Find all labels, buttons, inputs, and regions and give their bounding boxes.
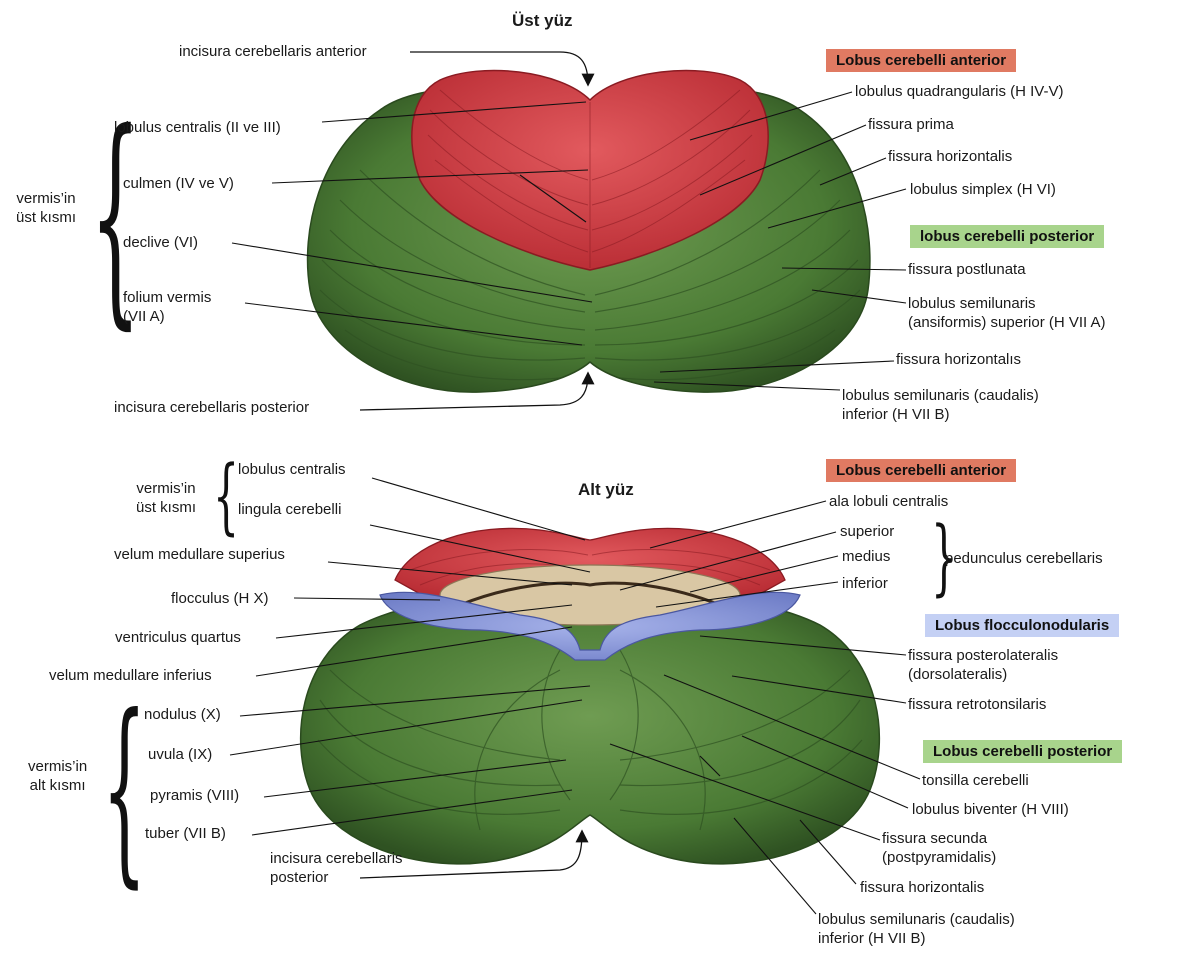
label-vermis-lower-part: vermis’in alt kısmı bbox=[28, 758, 88, 794]
label-flocculus: flocculus (H X) bbox=[171, 590, 269, 607]
label-semilunaris-superior: lobulus semilunaris (ansiformis) superio… bbox=[908, 295, 1106, 331]
label-nodulus: nodulus (X) bbox=[144, 706, 221, 723]
label-folium-vermis: folium vermis (VII A) bbox=[123, 289, 212, 325]
label-lobulus-centralis-upper: lobulus centralis (II ve III) bbox=[114, 119, 281, 136]
label-semilunaris-inferior-upper: lobulus semilunaris (caudalis) inferior … bbox=[842, 387, 1039, 423]
upper-anterior-folia bbox=[427, 89, 753, 268]
label-incisura-anterior: incisura cerebellaris anterior bbox=[179, 43, 367, 60]
arrow-incisura-anterior bbox=[410, 51, 595, 87]
brace-vermis-lower: { bbox=[102, 673, 147, 906]
label-velum-superius: velum medullare superius bbox=[114, 546, 285, 563]
label-lobulus-simplex: lobulus simplex (H VI) bbox=[910, 181, 1056, 198]
label-culmen: culmen (IV ve V) bbox=[123, 175, 234, 192]
label-ventriculus: ventriculus quartus bbox=[115, 629, 241, 646]
brace-vermis-upper-lower: { bbox=[213, 449, 240, 544]
badge-anterior-upper: Lobus cerebelli anterior bbox=[826, 49, 1017, 72]
arrow-incisura-posterior-lower bbox=[359, 829, 589, 879]
label-incisura-posterior-lower: incisura cerebellaris posterior bbox=[270, 850, 403, 886]
label-incisura-posterior-upper: incisura cerebellaris posterior bbox=[114, 399, 310, 416]
arrow-incisura-posterior-upper bbox=[359, 371, 595, 411]
label-tonsilla: tonsilla cerebelli bbox=[922, 772, 1029, 789]
label-peduncle-superior: superior bbox=[840, 523, 895, 540]
label-tuber: tuber (VII B) bbox=[145, 825, 226, 842]
label-velum-inferius: velum medullare inferius bbox=[49, 667, 212, 684]
label-pyramis: pyramis (VIII) bbox=[150, 787, 240, 804]
label-ala-lobuli: ala lobuli centralis bbox=[829, 493, 949, 510]
label-vermis-upper-part: vermis’in üst kısmı bbox=[16, 190, 77, 226]
label-fissura-prima: fissura prima bbox=[868, 116, 954, 133]
badge-anterior-lower: Lobus cerebelli anterior bbox=[826, 459, 1017, 482]
lower-posterior-folia bbox=[317, 649, 863, 831]
label-fissura-horizontalis-upper-2: fissura horizontalıs bbox=[896, 351, 1022, 368]
badge-flocculonodular: Lobus flocculonodularis bbox=[925, 614, 1120, 637]
label-uvula: uvula (IX) bbox=[148, 746, 213, 763]
lower-cerebellum bbox=[299, 527, 881, 865]
label-fissura-secunda: fissura secunda (postpyramidalis) bbox=[882, 830, 997, 866]
lower-view-title: Alt yüz bbox=[578, 480, 634, 499]
label-semilunaris-inferior-lower: lobulus semilunaris (caudalis) inferior … bbox=[818, 911, 1015, 947]
badge-posterior-lower: Lobus cerebelli posterior bbox=[923, 740, 1123, 763]
label-fissura-horizontalis-upper: fissura horizontalis bbox=[888, 148, 1013, 165]
label-fissura-retrotonsillaris: fissura retrotonsilaris bbox=[908, 696, 1047, 713]
label-fissura-postlunata: fissura postlunata bbox=[908, 261, 1026, 278]
label-fissura-horizontalis-lower: fissura horizontalis bbox=[860, 879, 985, 896]
leader-lines bbox=[229, 91, 921, 915]
label-lobulus-centralis-lower: lobulus centralis bbox=[238, 461, 346, 478]
badge-posterior-upper: lobus cerebelli posterior bbox=[910, 225, 1105, 248]
label-lobulus-quadrangularis: lobulus quadrangularis (H IV-V) bbox=[855, 83, 1064, 100]
incisura-arrows bbox=[359, 51, 595, 879]
upper-posterior-folia bbox=[319, 169, 861, 381]
label-peduncle-medius: medius bbox=[842, 548, 891, 565]
upper-view-title: Üst yüz bbox=[512, 11, 573, 30]
label-pedunculus-cerebellaris: pedunculus cerebellaris bbox=[945, 550, 1103, 567]
fourth-ventricle-roof bbox=[459, 581, 721, 607]
label-vermis-upper-part-lower: vermis’in üst kısmı bbox=[136, 480, 197, 516]
flocculonodular-lobe bbox=[379, 591, 801, 661]
label-fissura-posterolateralis: fissura posterolateralis (dorsolateralis… bbox=[908, 647, 1059, 683]
brace-vermis-upper: { bbox=[90, 83, 141, 349]
label-lingula: lingula cerebelli bbox=[238, 501, 342, 518]
lower-posterior-lobe bbox=[299, 594, 881, 865]
label-biventer: lobulus biventer (H VIII) bbox=[912, 801, 1069, 818]
upper-cerebellum bbox=[306, 69, 871, 393]
label-declive: declive (VI) bbox=[123, 234, 199, 251]
label-peduncle-inferior: inferior bbox=[842, 575, 888, 592]
